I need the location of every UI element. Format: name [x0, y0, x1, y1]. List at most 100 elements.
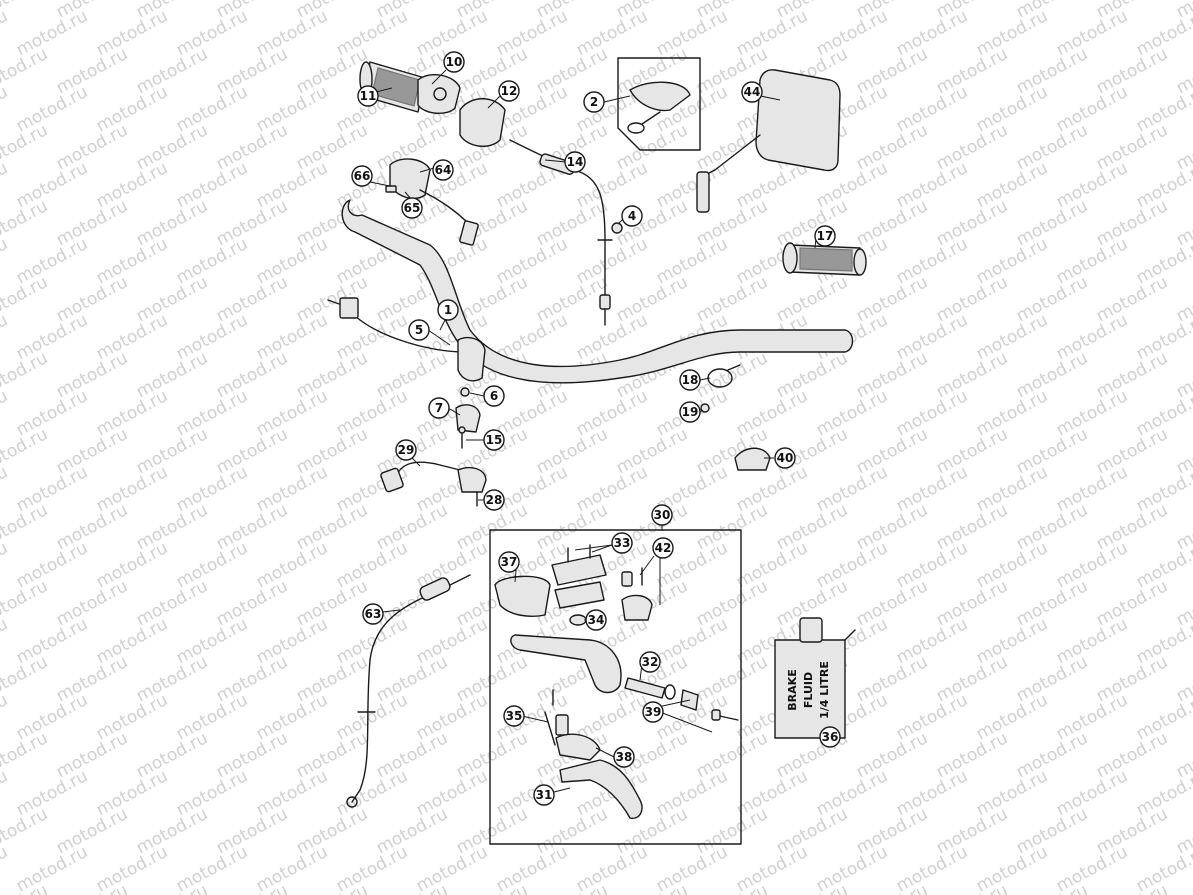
watermark-text: motod.ru — [933, 880, 1011, 895]
svg-text:15: 15 — [486, 433, 503, 447]
watermark-text: motod.ru — [0, 462, 11, 516]
mirror — [696, 69, 841, 213]
watermark-text: motod.ru — [0, 6, 11, 60]
svg-text:64: 64 — [435, 163, 452, 177]
watermark-text: motod.ru — [893, 842, 971, 895]
callout-2: 2 — [583, 91, 605, 113]
watermark-text: motod.ru — [13, 842, 91, 895]
watermark-text: motod.ru — [0, 728, 51, 782]
svg-text:19: 19 — [682, 405, 699, 419]
watermark-text: motod.ru — [0, 424, 51, 478]
callout-18: 18 — [679, 369, 701, 391]
brake-fluid-line1: BRAKE — [786, 669, 799, 710]
svg-text:28: 28 — [486, 493, 503, 507]
brake-assembly-frame — [489, 529, 742, 845]
callout-17: 17 — [814, 225, 836, 247]
svg-text:30: 30 — [654, 508, 671, 522]
watermark-text: motod.ru — [293, 880, 371, 895]
clamp-40 — [734, 447, 771, 471]
callout-37: 37 — [498, 551, 520, 573]
watermark-text: motod.ru — [1173, 880, 1193, 895]
watermark-text: motod.ru — [0, 348, 51, 402]
watermark-text: motod.ru — [1013, 880, 1091, 895]
svg-text:66: 66 — [354, 169, 371, 183]
watermark-text: motod.ru — [93, 842, 171, 895]
callout-7: 7 — [428, 397, 450, 419]
brake-fluid-line2: FLUID — [802, 672, 815, 708]
pushrod-39 — [680, 689, 739, 721]
svg-text:33: 33 — [614, 536, 631, 550]
watermark-text: motod.ru — [0, 310, 11, 364]
watermark-text: motod.ru — [133, 880, 211, 895]
bracket-cover-kit — [617, 57, 701, 151]
svg-text:42: 42 — [655, 541, 672, 555]
watermark-text: motod.ru — [173, 842, 251, 895]
callout-33: 33 — [611, 532, 633, 554]
brake-lever — [559, 759, 643, 819]
callout-6: 6 — [483, 385, 505, 407]
kill-switch — [385, 158, 479, 246]
svg-text:34: 34 — [588, 613, 605, 627]
watermark-text: motod.ru — [0, 538, 11, 592]
watermark-text: motod.ru — [853, 880, 931, 895]
callout-64: 64 — [432, 159, 454, 181]
watermark-text: motod.ru — [0, 272, 51, 326]
callouts-layer: 10 11 12 2 44 14 66 64 65 4 17 1 5 18 6 … — [351, 51, 841, 806]
gasket-34 — [569, 614, 587, 626]
watermark-text: motod.ru — [533, 880, 611, 895]
svg-text:12: 12 — [501, 84, 518, 98]
callout-19: 19 — [679, 401, 701, 423]
watermark-text: motod.ru — [813, 842, 891, 895]
svg-text:14: 14 — [567, 155, 584, 169]
callout-34: 34 — [585, 609, 607, 631]
clamp-7 — [455, 404, 481, 433]
callout-11: 11 — [357, 85, 379, 107]
svg-text:10: 10 — [446, 55, 463, 69]
leader-lines — [369, 69, 817, 793]
watermark-text: motod.ru — [253, 842, 331, 895]
callout-42: 44 — [741, 81, 763, 103]
watermark-text: motod.ru — [0, 44, 51, 98]
callout-5: 5 — [408, 319, 430, 341]
watermark-text: motod.ru — [453, 880, 531, 895]
svg-text:35: 35 — [506, 709, 523, 723]
callout-4: 4 — [621, 205, 643, 227]
callout-1: 1 — [437, 299, 459, 321]
watermark-text: motod.ru — [0, 766, 11, 820]
svg-text:40: 40 — [777, 451, 794, 465]
watermark-text: motod.ru — [0, 804, 51, 858]
watermark-text: motod.ru — [573, 842, 651, 895]
nut-4 — [611, 222, 623, 234]
right-grip — [782, 242, 867, 276]
watermark-text: motod.ru — [653, 842, 731, 895]
svg-text:31: 31 — [536, 788, 553, 802]
watermark-text: motod.ru — [1053, 842, 1131, 895]
svg-text:4: 4 — [628, 209, 636, 223]
watermark-text: motod.ru — [373, 880, 451, 895]
brake-fluid-label: BRAKE FLUID 1/4 LITRE — [786, 661, 831, 719]
watermark-text: motod.ru — [773, 880, 851, 895]
svg-text:38: 38 — [616, 750, 633, 764]
watermark-text: motod.ru — [0, 82, 11, 136]
svg-text:32: 32 — [642, 655, 659, 669]
brake-fluid-bottle — [774, 617, 856, 739]
svg-text:7: 7 — [435, 401, 443, 415]
svg-text:2: 2 — [590, 95, 598, 109]
watermark-text: motod.ru — [0, 842, 11, 895]
callout-28: 28 — [483, 489, 505, 511]
watermark-text: motod.ru — [0, 576, 51, 630]
callout-65: 65 — [401, 197, 423, 219]
callout-63: 63 — [362, 603, 384, 625]
watermark-text: motod.ru — [0, 158, 11, 212]
callout-10: 10 — [443, 51, 465, 73]
watermark-text: motod.ru — [413, 842, 491, 895]
watermark-text: motod.ru — [973, 842, 1051, 895]
clutch-switch — [380, 461, 487, 507]
throttle-cable — [509, 139, 613, 326]
svg-text:63: 63 — [365, 607, 382, 621]
throttle-housing — [417, 74, 461, 114]
master-cylinder-body — [510, 634, 622, 694]
watermark-text: motod.ru — [53, 880, 131, 895]
watermark-text: motod.ru — [0, 614, 11, 668]
reservoir-cap — [551, 544, 607, 609]
